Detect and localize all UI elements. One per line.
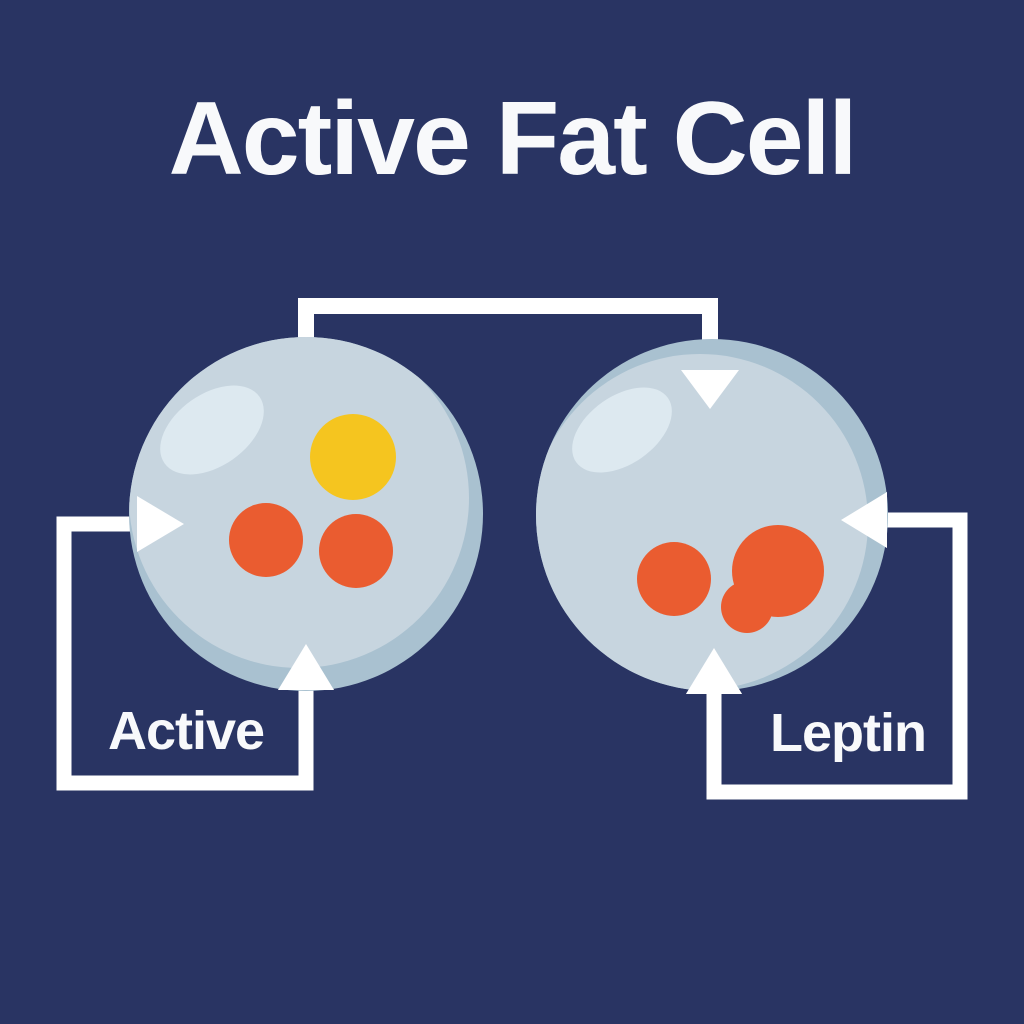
top-connector-arrowhead-down-icon	[681, 370, 739, 409]
left-cell-label: Active	[108, 701, 264, 761]
left-loop-arrow-shaft	[56, 516, 314, 791]
left-cell-shine	[160, 385, 264, 475]
orange-droplet	[319, 514, 393, 588]
left-fat-cell	[129, 337, 483, 691]
orange-droplet	[637, 542, 711, 616]
yellow-droplet	[310, 414, 396, 500]
right-loop-arrowhead-left-icon	[841, 492, 887, 548]
right-cell-shine	[572, 387, 672, 473]
right-cell-label: Leptin	[770, 703, 926, 763]
orange-blob-droplet	[721, 525, 824, 633]
orange-droplet	[229, 503, 303, 577]
right-loop-arrowhead-up-icon	[686, 648, 742, 694]
right-fat-cell	[536, 339, 888, 691]
right-loop-arrow-shaft	[706, 512, 968, 800]
left-loop-arrowhead-right-icon	[137, 496, 184, 552]
page-title: Active Fat Cell	[169, 81, 856, 197]
left-loop-arrowhead-up-icon	[278, 644, 334, 690]
